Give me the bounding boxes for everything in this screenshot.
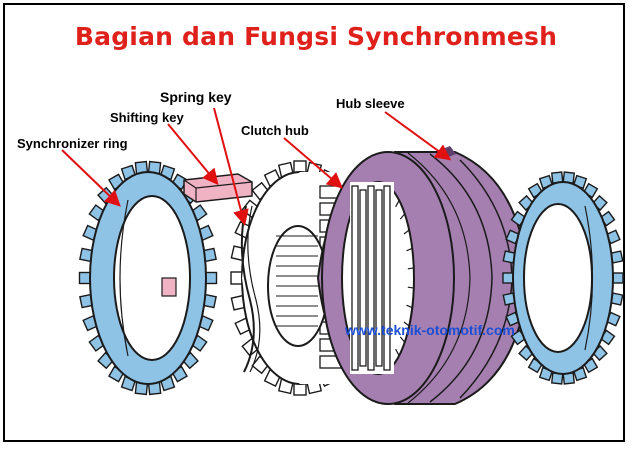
sleeve-spline: [403, 229, 410, 235]
arrow-synchronizer-ring: [61, 149, 121, 207]
label-clutch-hub: Clutch hub: [241, 123, 309, 138]
arrow-spring-key: [213, 107, 249, 226]
sleeve-spline: [407, 267, 414, 270]
sleeve-spline: [399, 336, 406, 343]
hub-front-tooth: [351, 185, 359, 371]
leader-arrows: [61, 107, 452, 226]
watermark-url: www.teknik-otomotif.com: [345, 322, 515, 338]
shifting-key: [161, 173, 253, 297]
sleeve-spline: [406, 247, 413, 252]
synchronizer-ring-right: [502, 171, 624, 385]
hub-sleeve: [316, 146, 530, 405]
label-synchronizer-ring: Synchronizer ring: [17, 136, 128, 151]
diagram-title: Bagian dan Fungsi Synchronmesh: [74, 22, 558, 51]
gear-tooth: [204, 271, 218, 285]
spring-key: [240, 205, 261, 373]
sleeve-spline: [395, 348, 400, 356]
arrow-shifting-key: [167, 123, 219, 186]
hub-front-tooth: [359, 189, 367, 367]
label-spring-key: Spring key: [160, 89, 232, 105]
sleeve-spline: [403, 321, 410, 327]
hub-front-tooth: [367, 185, 375, 371]
label-shifting-key: Shifting key: [110, 110, 184, 125]
gear-tooth: [502, 272, 514, 284]
gear-tooth: [612, 272, 624, 284]
sleeve-spline: [399, 213, 406, 220]
sleeve-spline: [407, 286, 414, 289]
hub-front-tooth: [375, 189, 383, 367]
label-hub-sleeve: Hub sleeve: [336, 96, 405, 111]
sleeve-spline: [395, 200, 400, 208]
sleeve-spline: [406, 304, 413, 309]
synchronizer-ring-left: [78, 160, 218, 396]
gear-tooth: [78, 271, 92, 285]
hub-front-tooth: [383, 185, 391, 371]
arrow-clutch-hub: [283, 137, 344, 189]
arrow-hub-sleeve: [384, 111, 452, 161]
